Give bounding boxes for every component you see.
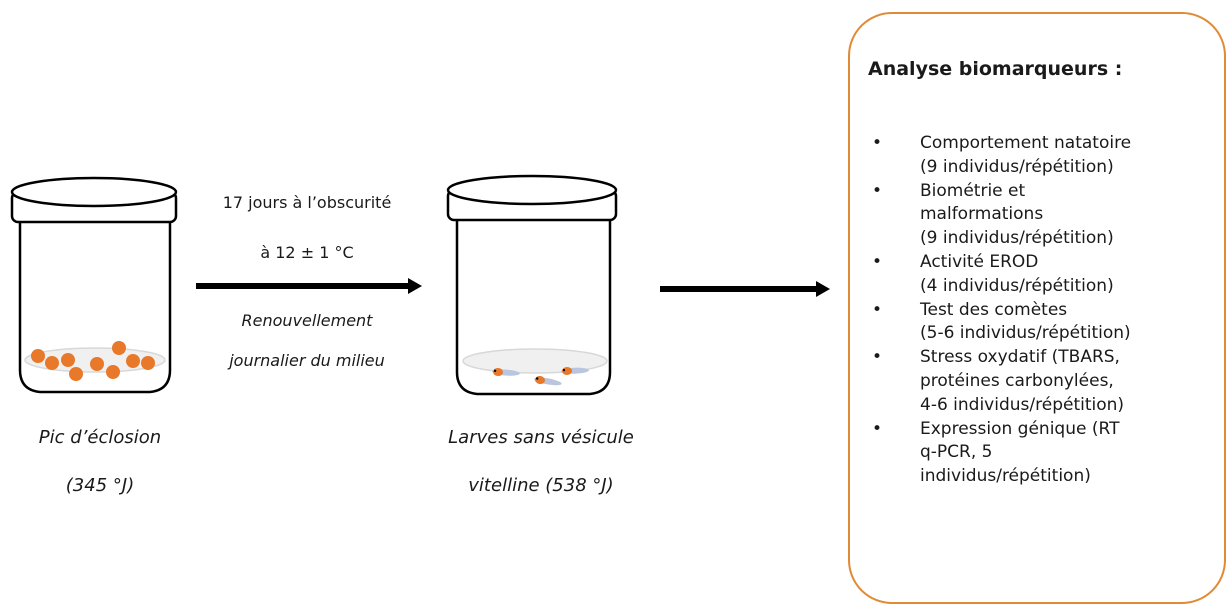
egg-icon: [61, 353, 75, 367]
step-2-caption-line2: vitelline (538 °J): [468, 475, 614, 496]
arrow-1-icon: [196, 278, 422, 294]
arrow-1-label-line1: 17 jours à l’obscurité: [222, 193, 392, 212]
bullet-icon: •: [872, 299, 883, 320]
bullet-icon: •: [872, 347, 883, 368]
biomarker-item: • Activité EROD (4 individus/répétition): [864, 251, 1224, 299]
biomarker-item-line: Comportement natatoire: [920, 133, 1132, 153]
arrow-2-icon: [660, 281, 830, 297]
arrow-1-note-line1: Renouvellement: [241, 311, 373, 330]
arrow-1-note-line2: journalier du milieu: [229, 351, 385, 370]
biomarker-item-line: (5-6 individus/répétition): [920, 323, 1131, 344]
larva-icon: [492, 367, 520, 377]
biomarker-item-line: malformations: [920, 204, 1044, 225]
biomarker-item: • Comportement natatoire (9 individus/répé…: [864, 132, 1224, 180]
biomarker-item-line: (9 individus/répétition): [920, 156, 1114, 177]
larvae-group: [492, 366, 589, 386]
egg-icon: [90, 357, 104, 371]
bullet-icon: •: [872, 133, 883, 153]
bullet-icon: •: [872, 180, 883, 201]
biomarker-item: • Biométrie et malformations (9 individus/r…: [864, 180, 1224, 251]
biomarker-item-line: Test des comètes: [920, 299, 1068, 320]
bullet-icon: •: [872, 251, 883, 272]
biomarker-item-line: q-PCR, 5: [920, 442, 993, 463]
jar-1-icon: [10, 176, 178, 394]
egg-icon: [126, 354, 140, 368]
bullet-icon: •: [872, 418, 883, 439]
egg-icon: [45, 356, 59, 370]
egg-icon: [69, 367, 83, 381]
egg-icon: [31, 349, 45, 363]
jar-2-icon: [446, 174, 618, 396]
biomarker-item-line: Expression génique (RT: [920, 418, 1120, 439]
biomarker-item-line: Activité EROD: [920, 251, 1039, 272]
larva-icon: [561, 366, 589, 376]
eggs-group: [31, 341, 155, 381]
biomarker-list: • Comportement natatoire (9 individus/répé…: [864, 132, 1224, 489]
biomarker-item-line: individus/répétition): [920, 466, 1091, 487]
egg-icon: [106, 365, 120, 379]
step-2-caption-line1: Larves sans vésicule: [448, 427, 634, 448]
egg-icon: [112, 341, 126, 355]
biomarker-item: • Test des comètes (5-6 individus/répétiti…: [864, 299, 1224, 347]
biomarker-panel: Analyse biomarqueurs : • Comportement nat…: [848, 12, 1226, 604]
biomarker-item-line: protéines carbonylées,: [920, 370, 1114, 391]
biomarker-item: • Stress oxydatif (TBARS,protéines carbon…: [864, 346, 1224, 417]
arrow-1-label-line2: à 12 ± 1 °C: [260, 243, 354, 262]
biomarker-item-line: 4-6 individus/répétition): [920, 394, 1125, 415]
biomarker-item-line: (4 individus/répétition): [920, 275, 1114, 296]
biomarker-item-line: Biométrie et: [920, 180, 1026, 201]
biomarker-item-line: Stress oxydatif (TBARS,: [920, 347, 1120, 368]
egg-icon: [141, 356, 155, 370]
panel-title: Analyse biomarqueurs :: [868, 58, 1123, 80]
step-1-caption-line2: (345 °J): [65, 475, 135, 496]
larva-icon: [534, 375, 562, 386]
biomarker-item: • Expression génique (RT q-PCR, 5 individus…: [864, 418, 1224, 489]
biomarker-item-line: (9 individus/répétition): [920, 228, 1114, 249]
step-1-caption-line1: Pic d’éclosion: [38, 427, 162, 448]
